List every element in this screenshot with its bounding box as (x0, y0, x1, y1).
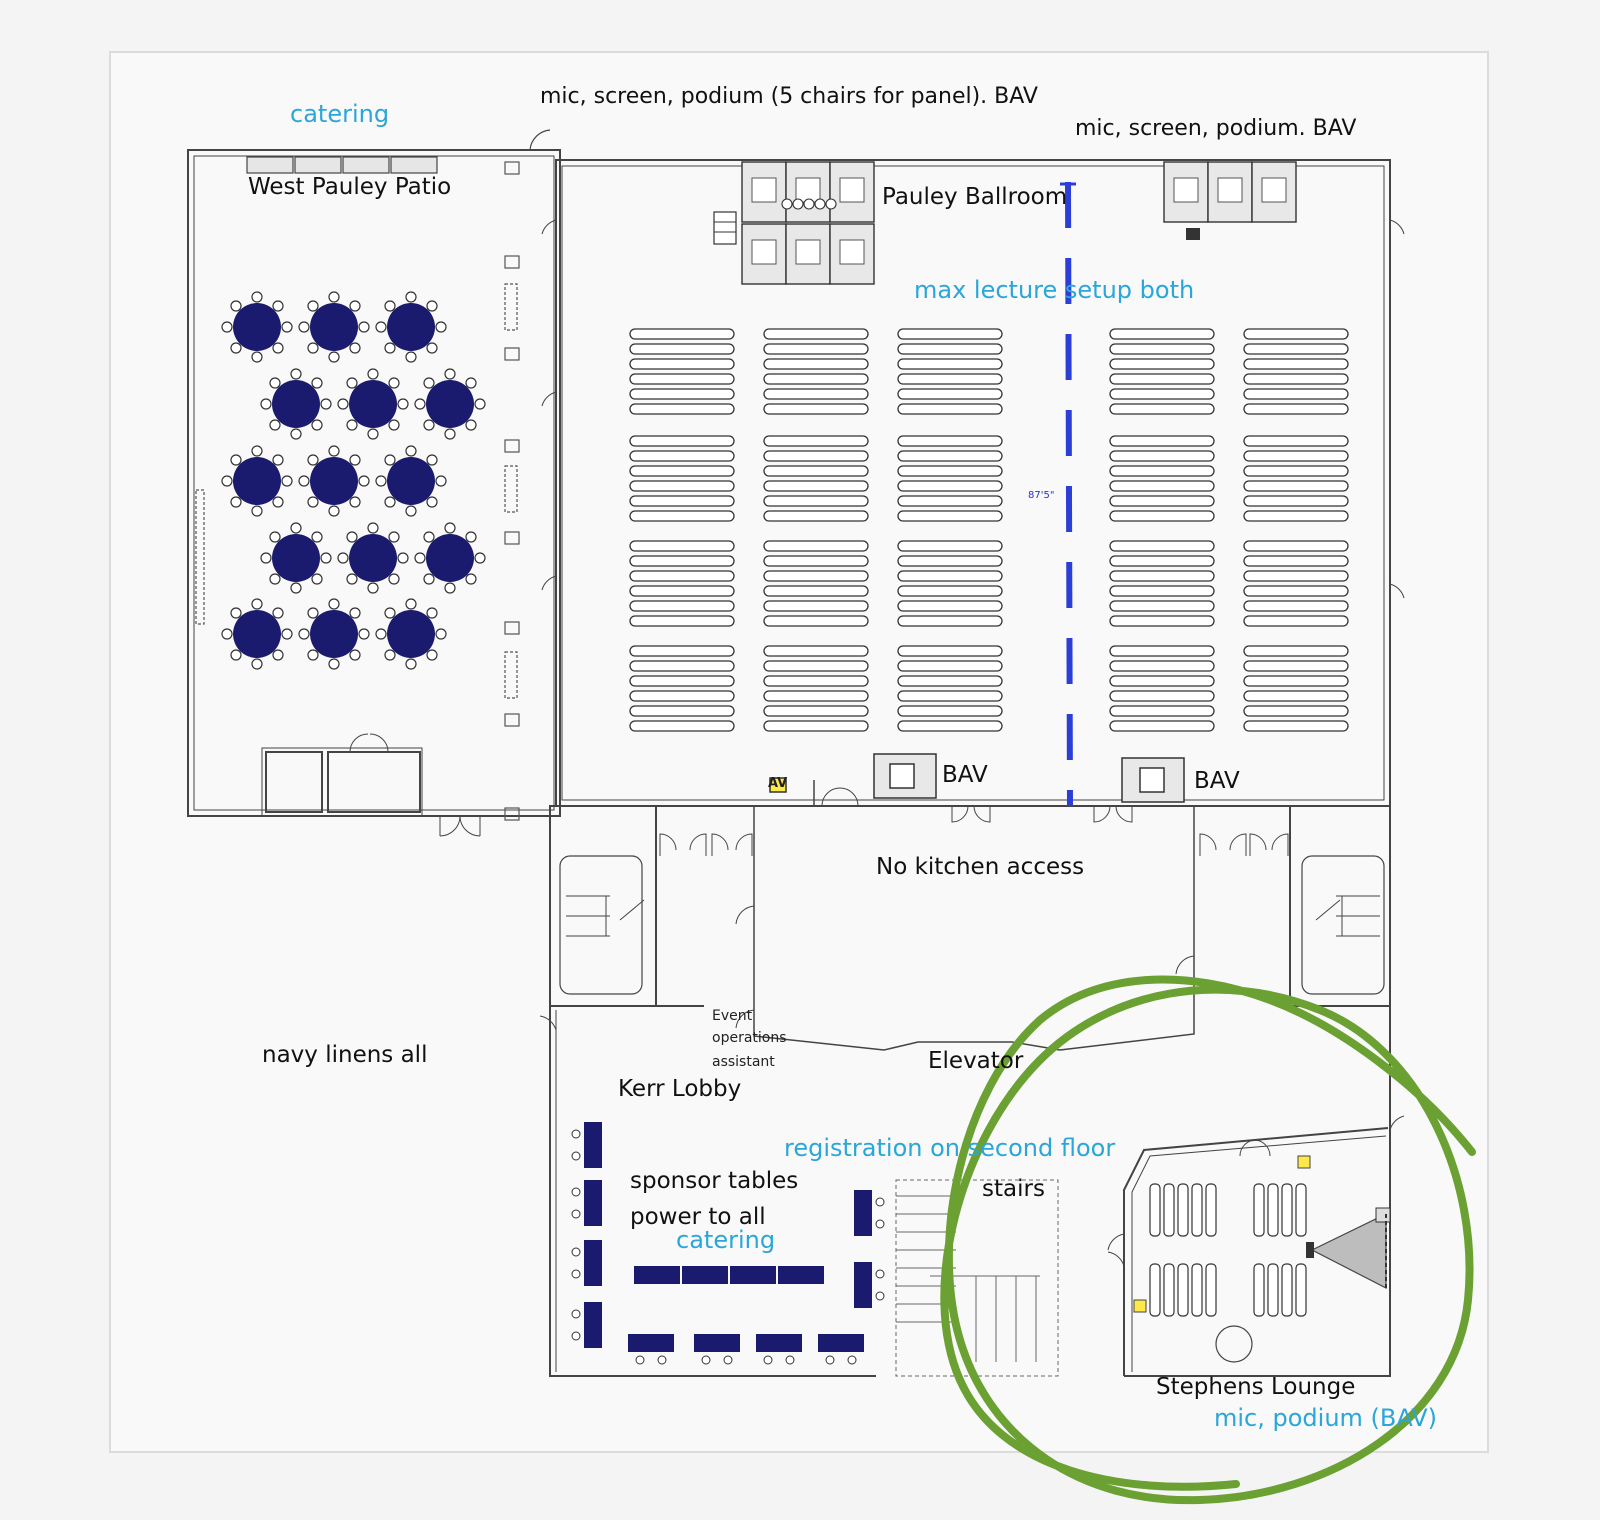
stage-riser-icon (1251, 161, 1297, 223)
elevator-label: Elevator (928, 1048, 1024, 1074)
navy-rect-table-icon (854, 1262, 872, 1308)
registration-label: registration on second floor (784, 1134, 1116, 1162)
stage-riser-icon (1207, 161, 1253, 223)
east-stage (1163, 161, 1297, 240)
highlight-circle (940, 975, 1476, 1505)
max-lecture-label: max lecture setup both (914, 276, 1195, 304)
sponsor-chairs (571, 1129, 885, 1365)
navy-round-table-icon (414, 368, 486, 440)
navy-rect-table-icon (584, 1122, 602, 1168)
navy-linens-label: navy linens all (262, 1042, 428, 1068)
navy-rect-table-icon (694, 1334, 740, 1352)
navy-round-table-icon (414, 522, 486, 594)
podium-steps (713, 211, 737, 245)
stephens-lounge (1107, 1127, 1389, 1376)
stage-riser-icon (829, 161, 875, 223)
ballroom-av-note: mic, screen, podium (5 chairs for panel)… (540, 84, 1038, 109)
av-small-label: AV (768, 776, 788, 791)
navy-round-table-icon (375, 291, 447, 363)
navy-round-table-icon (221, 291, 293, 363)
west-pauley-patio-label: West Pauley Patio (248, 174, 452, 200)
navy-round-table-icon (298, 291, 370, 363)
navy-rect-table-icon (628, 1334, 674, 1352)
sponsor-tables-label: sponsor tables (630, 1168, 799, 1194)
stairs-label: stairs (982, 1176, 1045, 1202)
stage-riser-icon (829, 223, 875, 285)
ballroom-stage (713, 161, 875, 285)
navy-round-table-icon (260, 522, 332, 594)
event-ops-line-2: operations (712, 1030, 787, 1046)
event-ops-line-3: assistant (712, 1054, 775, 1070)
navy-rect-table-icon (634, 1266, 680, 1284)
lobby-catering-label: catering (676, 1226, 776, 1254)
navy-rect-table-icon (854, 1190, 872, 1236)
navy-round-table-icon (375, 598, 447, 670)
stage-riser-icon (1163, 161, 1209, 223)
navy-rect-table-icon (584, 1302, 602, 1348)
bav-label-right: BAV (1194, 768, 1240, 794)
navy-rect-table-icon (730, 1266, 776, 1284)
stage-riser-icon (741, 223, 787, 285)
patio-catering-counters (246, 156, 438, 174)
panel-chairs (781, 198, 837, 210)
ballroom-walls (541, 159, 1405, 823)
navy-round-table-icon (221, 445, 293, 517)
power-to-all-label: power to all (630, 1204, 766, 1230)
kerr-lobby-label: Kerr Lobby (618, 1076, 742, 1102)
patio-fixtures (195, 161, 520, 821)
air-wall-divider (1065, 181, 1073, 807)
lounge-seating (1149, 1183, 1307, 1317)
navy-round-table-icon (375, 445, 447, 517)
patio-walls (187, 129, 561, 837)
lobby-stairs (895, 1179, 1059, 1377)
navy-round-table-icon (260, 368, 332, 440)
lobby-walls (539, 780, 1405, 1377)
stage-riser-icon (785, 223, 831, 285)
navy-rect-table-icon (756, 1334, 802, 1352)
navy-round-table-icon (337, 368, 409, 440)
navy-rect-table-icon (682, 1266, 728, 1284)
bav-label-left: BAV (942, 762, 988, 788)
navy-round-table-icon (298, 598, 370, 670)
navy-rect-table-icon (818, 1334, 864, 1352)
lounge-av-label: mic, podium (BAV) (1214, 1404, 1438, 1432)
navy-rect-table-icon (778, 1266, 824, 1284)
navy-round-table-icon (298, 445, 370, 517)
no-kitchen-label: No kitchen access (876, 854, 1085, 880)
navy-rect-table-icon (584, 1180, 602, 1226)
navy-round-table-icon (221, 598, 293, 670)
pauley-ballroom-label: Pauley Ballroom (882, 184, 1068, 210)
stage-riser-icon (741, 161, 787, 223)
event-ops-line-1: Event (712, 1008, 753, 1024)
stage-riser-icon (785, 161, 831, 223)
bav-booths (769, 753, 1185, 803)
patio-catering-label: catering (290, 100, 390, 128)
sponsor-tables (584, 1122, 872, 1352)
stephens-lounge-label: Stephens Lounge (1156, 1374, 1356, 1400)
navy-round-table-icon (337, 522, 409, 594)
lounge-screen (1306, 1207, 1391, 1289)
east-av-note: mic, screen, podium. BAV (1075, 116, 1357, 141)
divider-dimension: 87'5" (1028, 490, 1055, 501)
navy-rect-table-icon (584, 1240, 602, 1286)
